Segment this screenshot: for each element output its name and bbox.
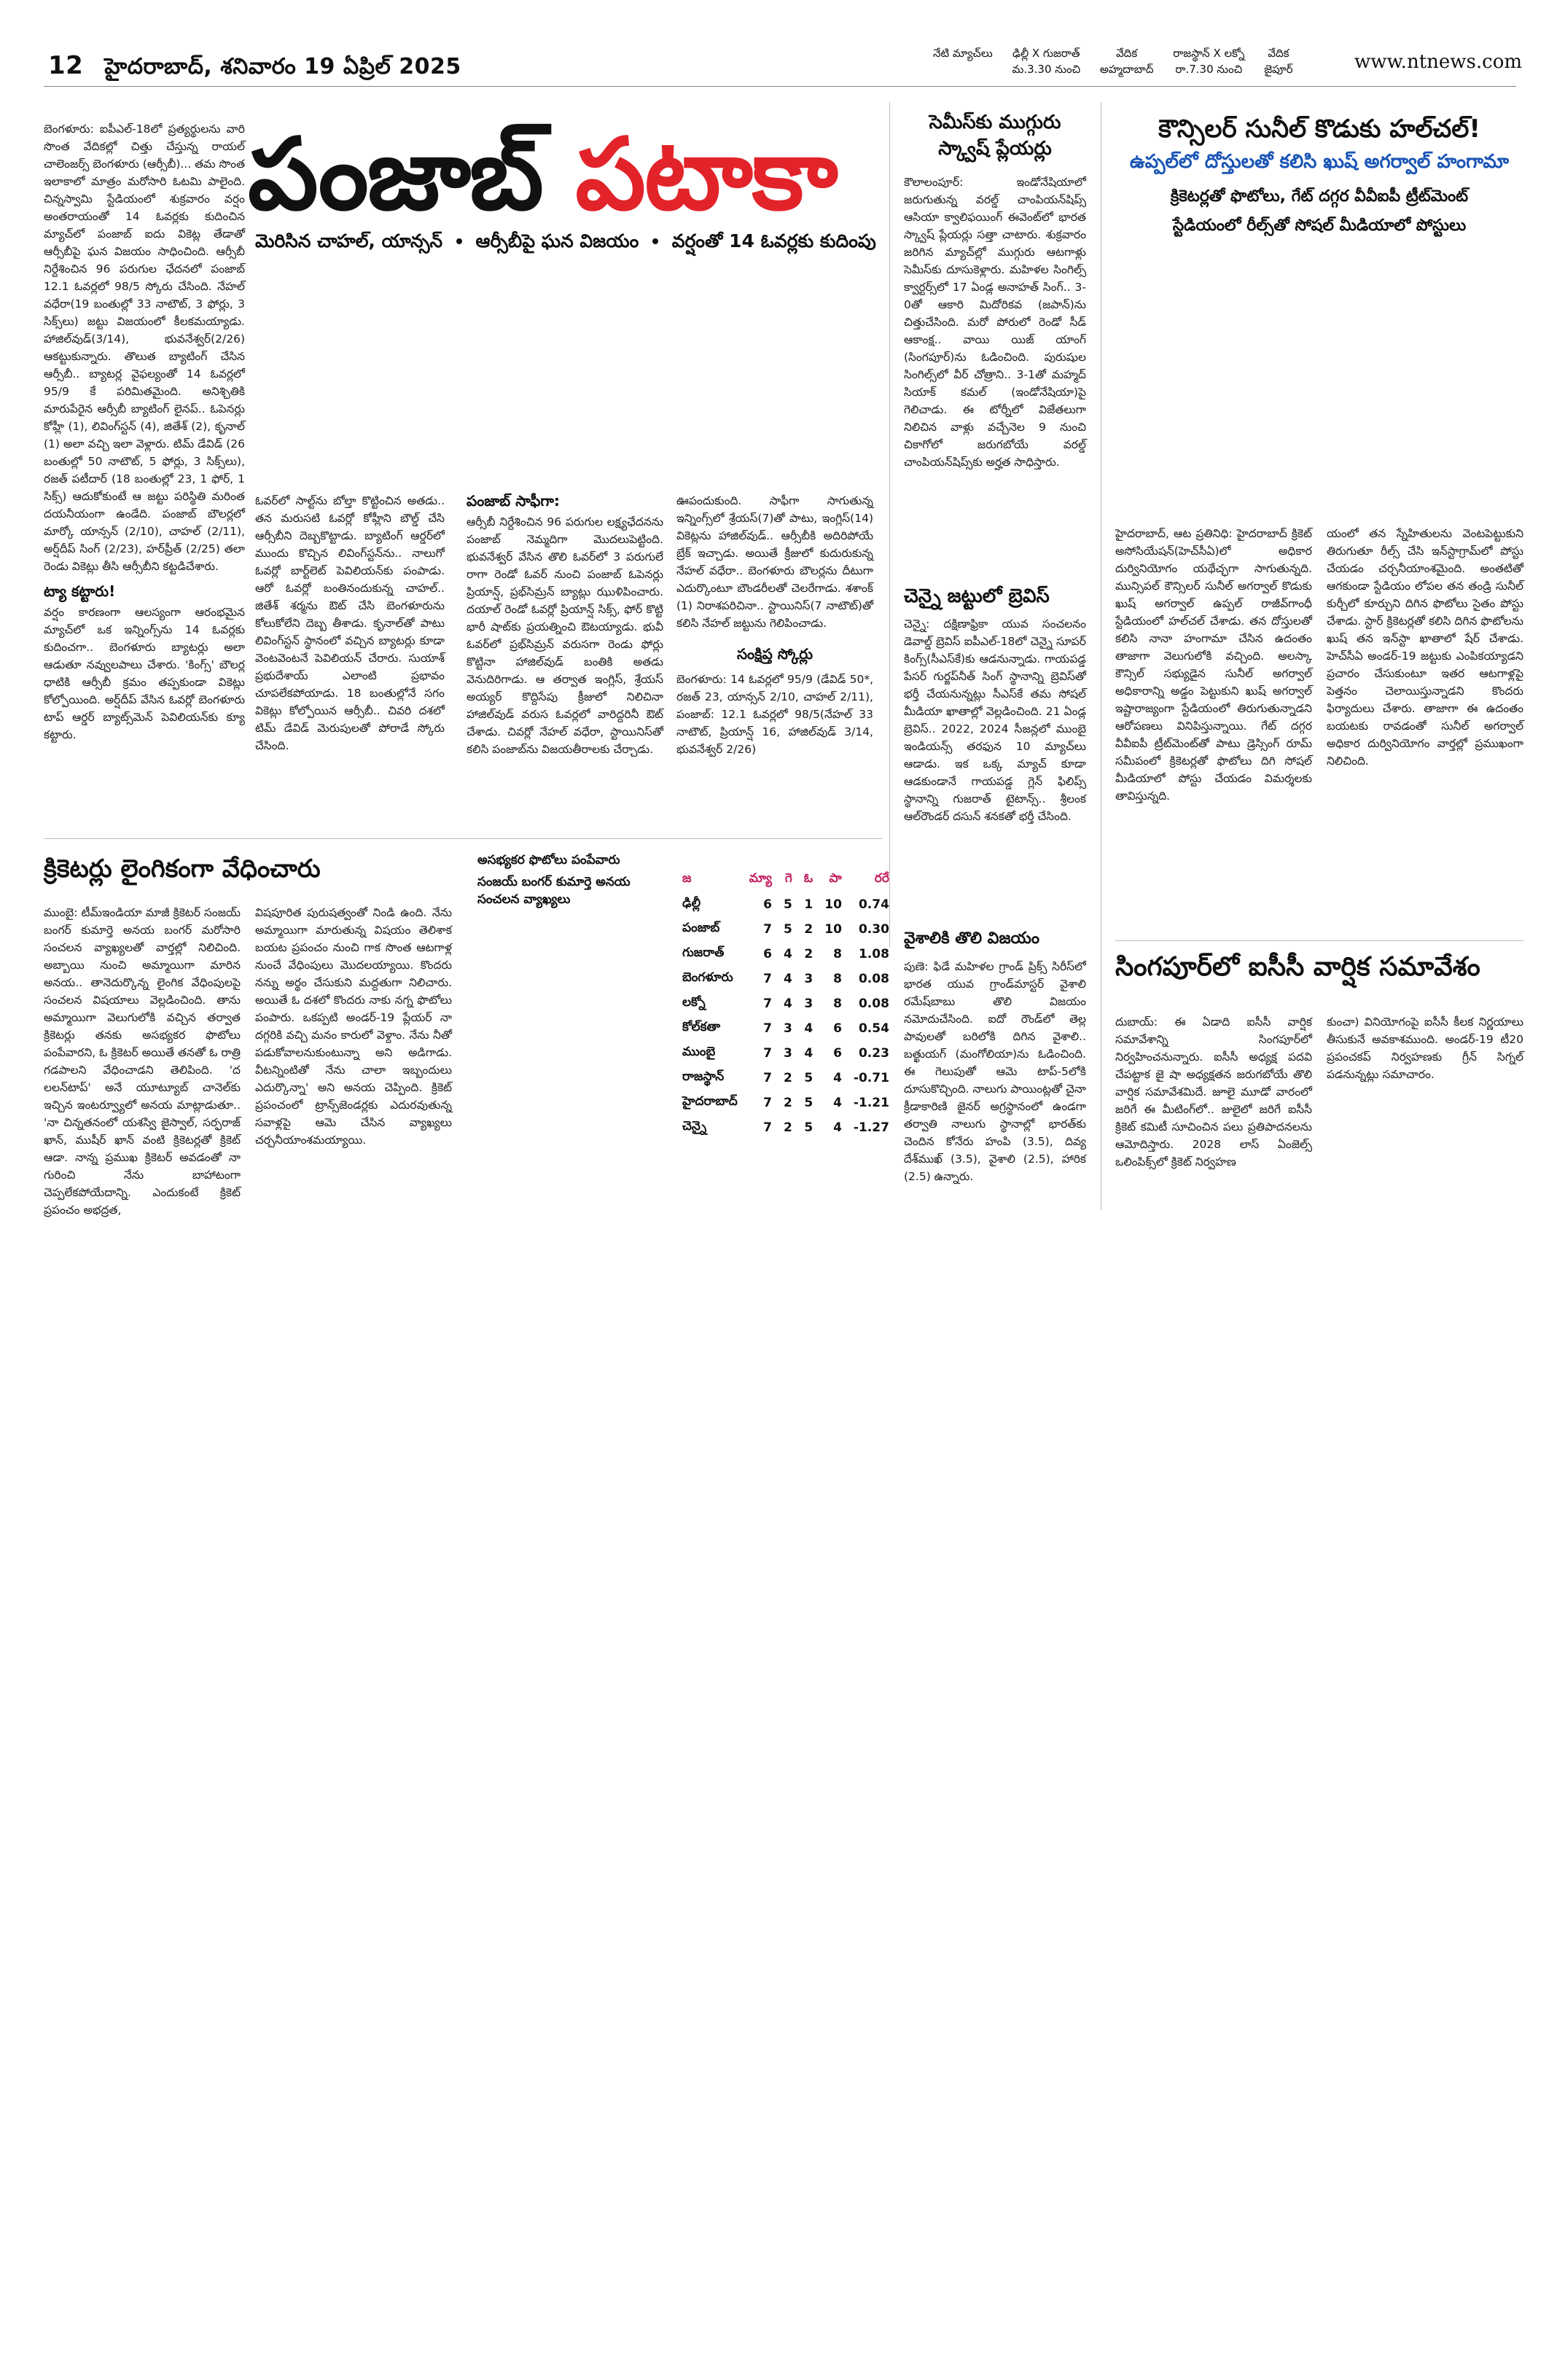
icc-col2: కుంచా) వినియోగంపై ఐసీసీ కీలక నిర్ణయాలు త…	[1327, 1015, 1523, 1081]
website-url[interactable]: www.ntnews.com	[1354, 51, 1523, 73]
main-headline: పంజాబ్‌ పటాకా	[248, 117, 838, 233]
councillor-col1: హైదరాబాద్‌, ఆట ప్రతినిధి: హైదరాబాద్‌ క్ర…	[1115, 527, 1312, 803]
dateline: హైదరాబాద్‌, శనివారం 19 ఏప్రిల్‌ 2025	[104, 54, 461, 79]
match-schedule: నేటి మ్యాచ్‌లు ఢిల్లీ X గుజరాత్‌ మ.3.30 …	[933, 45, 1341, 77]
councillor-headline-block: కౌన్సిలర్‌ సునీల్‌ కొడుకు హల్‌చల్‌! ఉప్ప…	[1129, 114, 1510, 235]
main-story-col1: బెంగళూరు: ఐపీఎల్‌-18లో ప్రత్యర్థులను వార…	[44, 122, 245, 741]
harassment-col1: ముంబై: టీమ్‌ఇండియా మాజీ క్రికెటర్‌ సంజయ్…	[44, 906, 241, 1217]
icc-col1: దుబాయ్‌: ఈ ఏడాది ఐసీసీ వార్షిక సమావేశాన్…	[1115, 1015, 1312, 1168]
councillor-col2: యంలో తన స్నేహితులను వెంటపెట్టుకుని తిరుగ…	[1327, 527, 1523, 768]
section-rule	[1115, 940, 1523, 941]
scorecard-box: సంక్షిప్త స్కోర్లు బెంగళూరు: 14 ఓవర్లలో …	[676, 645, 873, 756]
icc-headline: సింగపూర్‌లో ఐసీసీ వార్షిక సమావేశం	[1115, 952, 1480, 982]
subhead-item: వర్షంతో 14 ఓవర్లకు కుదింపు	[671, 230, 876, 251]
page-number: 12	[48, 51, 84, 80]
schedule-cell: రాజస్థాన్‌ X లక్నో రా.7.30 నుంచి	[1173, 47, 1245, 76]
schedule-cell: వేదిక జైపూర్‌	[1264, 47, 1293, 76]
subhead-item: ఆర్సీబీపై ఘన విజయం	[475, 230, 639, 251]
main-story-col2: ఓవర్‌లో సాల్ట్‌ను బోల్తా కొట్టించిన అతడు…	[255, 494, 445, 752]
bullet-icon	[652, 238, 658, 244]
header-rule	[44, 86, 1516, 87]
harassment-headline: క్రికెటర్లు లైంగికంగా వేధించారు	[44, 854, 321, 883]
schedule-cell: ఢిల్లీ X గుజరాత్‌ మ.3.30 నుంచి	[1012, 47, 1081, 76]
main-subheads: మెరిసిన చాహల్‌, యాన్సన్‌ ఆర్సీబీపై ఘన వి…	[255, 230, 876, 257]
squash-story: సెమీస్‌కు ముగ్గురు స్క్వాష్‌ ప్లేయర్లు క…	[904, 112, 1086, 469]
main-story-col3: పంజాబ్‌ సాఫీగా: ఆర్సీబీ నిర్దేశించిన 96 …	[467, 492, 663, 756]
harassment-col2: విషపూరిత పురుషత్వంతో నిండి ఉంది. నేను అమ…	[255, 906, 452, 1147]
schedule-cell: నేటి మ్యాచ్‌లు	[933, 47, 993, 60]
vaishali-story: వైశాలికి తొలి విజయం పుణె: ఫిడే మహిళల గ్ర…	[904, 929, 1086, 1183]
column-rule	[889, 102, 890, 948]
brevis-story: చెన్నై జట్టులో బ్రెవిస్‌ చెన్నై: దక్షిణా…	[904, 585, 1086, 823]
col1-subhead: ట్యా కట్టారు!	[44, 582, 116, 600]
subhead-item: మెరిసిన చాహల్‌, యాన్సన్‌	[255, 230, 443, 251]
section-rule	[44, 838, 882, 839]
main-story-col4: ఊపందుకుంది. సాఫీగా సాగుతున్న ఇన్నింగ్స్‌…	[676, 494, 873, 630]
schedule-cell: వేదిక అహ్మదాబాద్‌	[1099, 47, 1154, 76]
page-header-left: 12 హైదరాబాద్‌, శనివారం 19 ఏప్రిల్‌ 2025	[48, 51, 461, 85]
bullet-icon	[456, 238, 462, 244]
table-header-row: జ మ్యా గె ఓ పా రరే	[682, 871, 889, 886]
harassment-side-notes: అసభ్యకర ఫొటోలు పంపేవారు సంజయ్‌ బంగర్‌ కు…	[477, 853, 631, 907]
